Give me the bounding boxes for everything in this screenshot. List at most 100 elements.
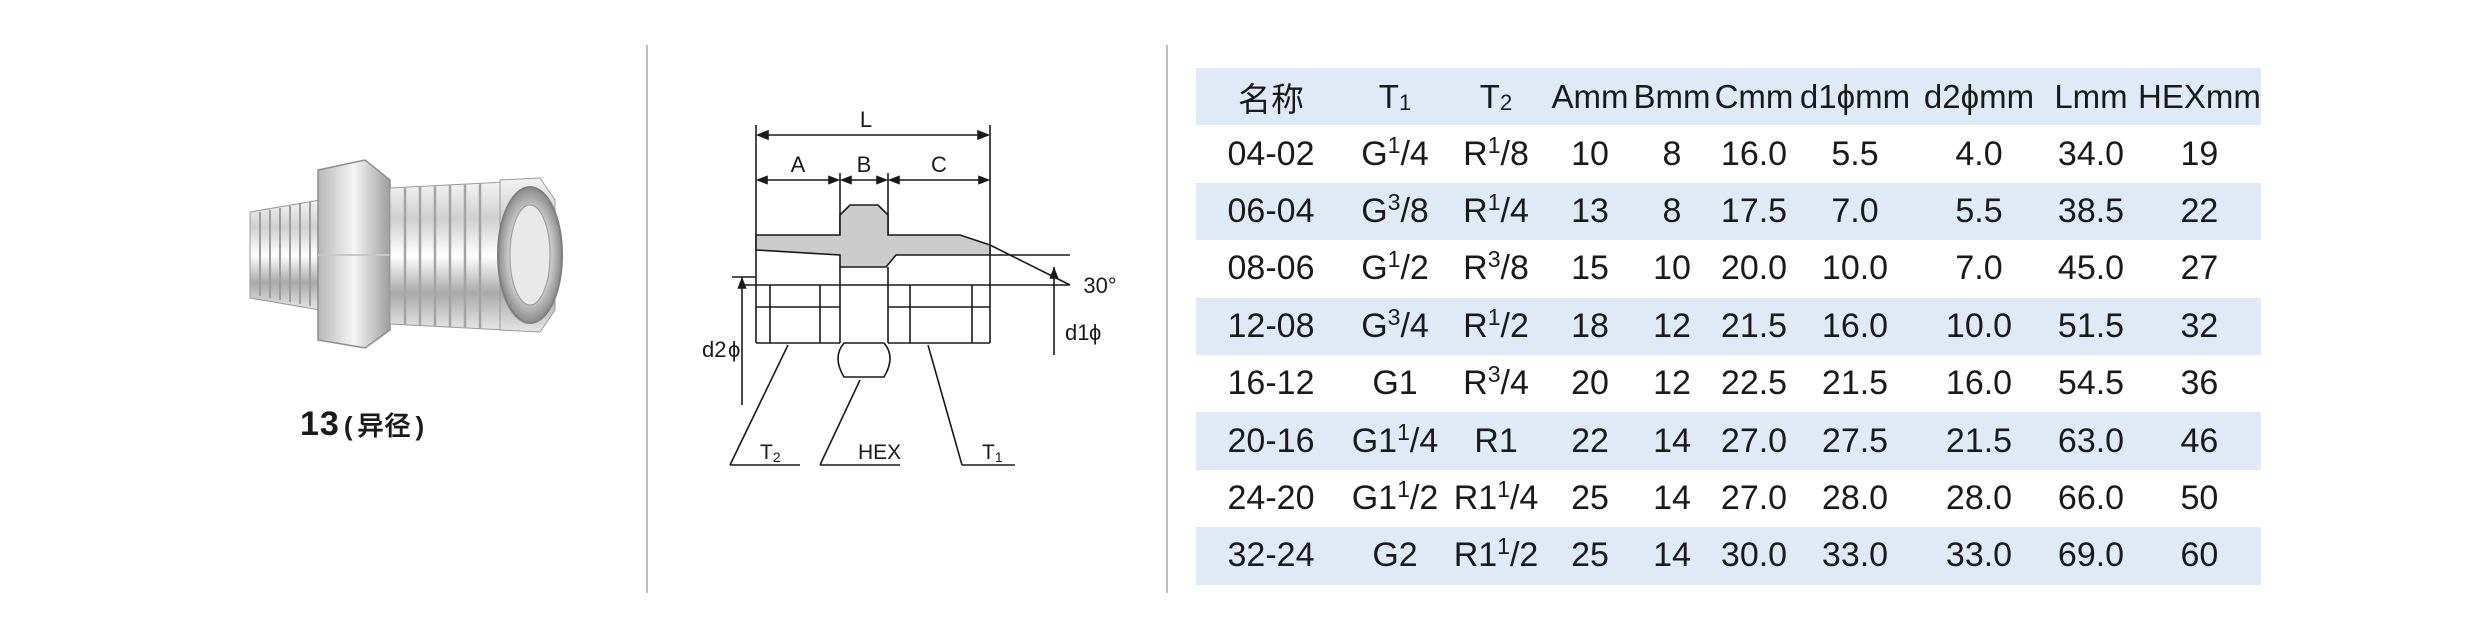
table-cell: 22 (2180, 191, 2219, 230)
divider-right (1166, 45, 1168, 593)
table-cell: 12-08 (1227, 306, 1315, 345)
drawing-panel: L A B C 30° d2 ϕ d1 ϕ T2 HEX T1 (650, 0, 1166, 638)
table-cell: 12 (1653, 364, 1691, 403)
table-cell: 20.0 (1720, 249, 1788, 288)
label-d2: d2 (702, 337, 726, 362)
caption-text: 异径 (357, 411, 412, 441)
table-cell: R1/4 (1463, 188, 1529, 230)
table-cell: 22 (1571, 421, 1609, 460)
table-cell: R1/2 (1463, 303, 1529, 345)
table-cell: 45.0 (2057, 249, 2125, 288)
table-header-row: 名称 T1 T2 Amm Bmm Cmm d1ϕmm d2ϕmm Lmm HEX… (1196, 68, 2261, 126)
table-cell: 36 (2180, 364, 2219, 403)
table-cell: G1/4 (1361, 131, 1429, 173)
table-cell: 34.0 (2057, 134, 2125, 173)
table-cell: G1 (1372, 364, 1418, 403)
table-cell: 13 (1571, 191, 1609, 230)
table-cell: 21.5 (1821, 364, 1889, 403)
table-cell: G11/4 (1351, 418, 1439, 460)
label-d1-phi: ϕ (1089, 320, 1101, 345)
table-cell: G3/8 (1361, 188, 1429, 230)
table-cell: 16.0 (1821, 306, 1889, 345)
table-cell: 50 (2180, 478, 2219, 517)
table-cell: 60 (2180, 536, 2219, 575)
table-cell: 54.5 (2057, 364, 2125, 403)
table-cell: 51.5 (2057, 306, 2125, 345)
table-cell: 33.0 (1821, 536, 1889, 575)
fitting-photo (249, 159, 563, 349)
label-B: B (857, 152, 872, 177)
table-cell: G11/2 (1351, 475, 1439, 517)
table-cell: 21.5 (1945, 421, 2013, 460)
label-d2-phi: ϕ (728, 337, 740, 362)
table-cell: 20 (1571, 364, 1609, 403)
table-cell: 4.0 (1955, 134, 2003, 173)
table-cell: 16-12 (1227, 364, 1315, 403)
table-cell: 14 (1653, 421, 1691, 460)
table-cell: 66.0 (2057, 478, 2125, 517)
table-cell: R11/2 (1453, 533, 1539, 575)
table-cell: 10 (1571, 134, 1609, 173)
table-cell: 27.5 (1821, 421, 1889, 460)
table-cell: G2 (1372, 536, 1418, 575)
photo-panel: 13(异径) (0, 0, 648, 638)
label-C: C (931, 152, 947, 177)
header-cell: Lmm (2054, 77, 2128, 115)
technical-drawing: L A B C 30° d2 ϕ d1 ϕ T2 HEX T1 (702, 107, 1117, 466)
header-cell: T2 (1479, 77, 1513, 115)
table-cell: 5.5 (1955, 191, 2003, 230)
table-cell: 15 (1571, 249, 1609, 288)
header-cell: 名称 (1238, 80, 1304, 118)
table-cell: 19 (2180, 134, 2219, 173)
table-cell: 20-16 (1227, 421, 1315, 460)
caption-close-paren: ) (415, 411, 426, 441)
table-cell: 16.0 (1720, 134, 1788, 173)
label-L: L (860, 107, 872, 132)
header-cell: Cmm (1714, 77, 1794, 115)
table-cell: 27.0 (1720, 421, 1788, 460)
table-cell: 27 (2180, 249, 2219, 288)
table-cell: 28.0 (1945, 478, 2013, 517)
table-cell: 12 (1653, 306, 1691, 345)
table-panel: 名称 T1 T2 Amm Bmm Cmm d1ϕmm d2ϕmm Lmm HEX… (1168, 0, 2479, 638)
table-cell: 38.5 (2057, 191, 2125, 230)
divider-left (646, 45, 648, 593)
table-cell: R1 (1474, 421, 1518, 460)
table-cell: 14 (1653, 536, 1691, 575)
table-cell: 10 (1653, 249, 1691, 288)
table-cell: 7.0 (1955, 249, 2003, 288)
table-cell: 8 (1662, 191, 1682, 230)
table-cell: R3/8 (1463, 246, 1529, 288)
table-cell: 8 (1662, 134, 1682, 173)
table-cell: 46 (2180, 421, 2219, 460)
table-row: 20-16 G11/4 R1 22 14 27.0 27.5 21.5 63.0 46 (1196, 412, 2261, 470)
table-cell: 10.0 (1821, 249, 1889, 288)
table-cell: 30.0 (1720, 536, 1788, 575)
label-angle: 30° (1083, 273, 1116, 298)
table-cell: 04-02 (1227, 134, 1315, 173)
table-cell: 21.5 (1720, 306, 1788, 345)
table-cell: 7.0 (1831, 191, 1879, 230)
label-T2: T2 (760, 441, 781, 465)
table-cell: 17.5 (1720, 191, 1788, 230)
table-cell: R3/4 (1463, 361, 1529, 403)
label-HEX: HEX (858, 441, 901, 464)
caption-open-paren: ( (343, 411, 354, 441)
table-cell: 16.0 (1945, 364, 2013, 403)
header-cell: T1 (1378, 77, 1412, 115)
spec-table: 名称 T1 T2 Amm Bmm Cmm d1ϕmm d2ϕmm Lmm HEX… (1196, 68, 2261, 585)
header-cell: Amm (1551, 77, 1629, 115)
table-cell: 63.0 (2057, 421, 2125, 460)
header-cell: d2ϕmm (1923, 77, 2035, 115)
table-cell: 69.0 (2057, 536, 2125, 575)
table-cell: R11/4 (1453, 475, 1539, 517)
table-cell: 32-24 (1227, 536, 1315, 575)
table-cell: 28.0 (1821, 478, 1889, 517)
